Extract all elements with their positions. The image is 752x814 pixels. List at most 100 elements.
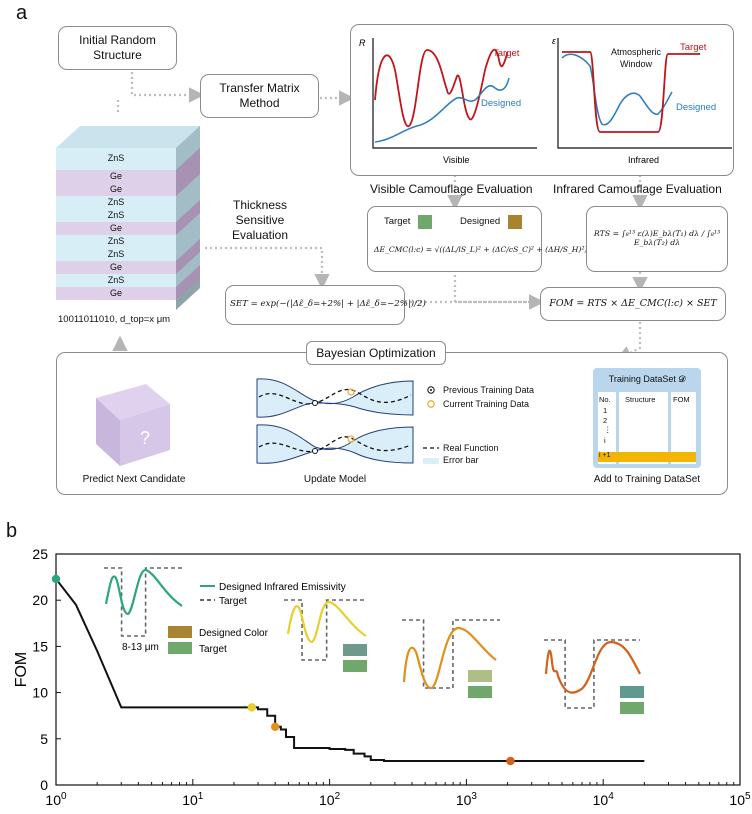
y-axis-label: FOM — [13, 652, 30, 688]
dataset-col-fom: FOM — [673, 395, 690, 404]
stack-layer-label: ZnS — [107, 153, 125, 163]
inset-2-target-curve — [284, 599, 366, 661]
stack-layer-label: ZnS — [107, 235, 125, 246]
stack-layer — [56, 274, 176, 287]
y-tick-label: 5 — [40, 731, 48, 747]
fom-formula: FOM = RTS × ΔE_CMC(l:c) × SET — [549, 298, 717, 309]
stack-layer-label: ZnS — [107, 274, 125, 285]
visible-x-label: Visible — [443, 155, 469, 165]
set-box: SET = exp(−(|Δε̃_δ=+2%| + |Δε̃_δ=−2%|)/2… — [225, 285, 426, 325]
dataset-table-body: No. Structure FOM 1 2 ⋮ i i +1 — [598, 392, 696, 464]
inset-2-emissivity-curve — [286, 600, 367, 644]
rts-box: RTS = ∫₈¹³ ε(λ)E_bλ(T₁) dλ / ∫₈¹³ E_bλ(T… — [586, 206, 728, 272]
stack-layer — [56, 248, 176, 261]
x-tick-label: 101 — [182, 791, 204, 808]
initial-random-structure-box: Initial Random Structure — [58, 26, 177, 70]
legend-previous-data: Previous Training Data — [443, 385, 535, 395]
stack-layer-side — [176, 213, 200, 248]
update-model-label: Update Model — [303, 474, 367, 485]
y-tick-label: 10 — [32, 685, 48, 701]
update-model-plot — [256, 378, 414, 464]
stack-layer — [56, 235, 176, 248]
predict-next-label: Predict Next Candidate — [82, 474, 186, 485]
visible-y-label: R — [359, 38, 366, 48]
inset-3-target-swatch — [468, 686, 492, 698]
color-difference-formula: ΔE_CMC(l:c) = √((ΔL/lS_L)² + (ΔC/cS_C)² … — [374, 245, 588, 254]
inset-4-target-curve — [544, 639, 640, 709]
set-formula: SET = exp(−(|Δε̃_δ=+2%| + |Δε̃_δ=−2%|)/2… — [230, 299, 426, 309]
stack-layer — [56, 261, 176, 274]
stack-layer-side — [176, 239, 200, 274]
stack-layer-label: ZnS — [107, 196, 125, 207]
thickness-sensitive-label: Thickness Sensitive Evaluation — [231, 198, 289, 242]
dataset-row-2: 2 — [603, 416, 608, 425]
stack-layer-label: Ge — [109, 222, 122, 233]
legend-target: Target — [219, 596, 247, 607]
inset-3-target-curve — [402, 619, 500, 689]
stack-layer-label: ZnS — [107, 248, 125, 259]
dataset-row-i: i — [604, 436, 606, 445]
x-tick-label: 104 — [593, 791, 615, 808]
stack-layer-side — [176, 187, 200, 222]
stack-layer — [56, 209, 176, 222]
color-target-swatch — [418, 215, 432, 229]
stack-layer-label: Ge — [109, 170, 122, 181]
stack-layer — [56, 170, 176, 183]
color-target-label: Target — [384, 216, 411, 227]
fom-marker — [270, 722, 280, 731]
legend-designed-color-swatch — [168, 626, 192, 638]
inset-4-designed-swatch — [620, 686, 644, 698]
panel-label-b: b — [6, 520, 18, 542]
candidate-cube-icon: ? — [96, 384, 170, 466]
inset-4-emissivity-curve — [544, 640, 641, 694]
fom-marker — [51, 574, 61, 584]
plot-frame — [55, 553, 741, 786]
dataset-row-1: 1 — [603, 406, 608, 415]
atmospheric-window-label: Atmospheric Window — [610, 47, 662, 69]
stack-layer — [56, 287, 176, 300]
legend-error-bar: Error bar — [443, 455, 479, 465]
stack-layer — [56, 222, 176, 235]
color-designed-swatch — [508, 215, 522, 229]
bo-legend-markers — [423, 386, 439, 464]
initial-random-structure-label: Initial Random Structure — [79, 33, 156, 62]
stack-layer-side — [176, 252, 200, 287]
infrared-eval-label: Infrared Camouflage Evaluation — [553, 182, 722, 196]
stack-layer — [56, 183, 176, 196]
y-tick-label: 25 — [32, 546, 48, 562]
x-tick-label: 102 — [319, 791, 341, 808]
rts-formula: RTS = ∫₈¹³ ε(λ)E_bλ(T₁) dλ / ∫₈¹³ E_bλ(T… — [593, 229, 721, 247]
stack-layer-side — [176, 200, 200, 235]
legend-current-data: Current Training Data — [443, 399, 530, 409]
stack-layer-side — [176, 161, 200, 196]
visible-eval-label: Visible Camouflage Evaluation — [370, 182, 533, 196]
infrared-y-label: ε — [552, 36, 557, 46]
fom-box: FOM = RTS × ΔE_CMC(l:c) × SET — [540, 287, 726, 321]
fom-marker — [506, 756, 515, 766]
fom-marker — [247, 703, 257, 712]
legend-designed-color: Designed Color — [199, 628, 269, 639]
dataset-row-ellipsis: ⋮ — [604, 425, 612, 434]
stack-layer — [56, 148, 176, 170]
stack-layer-label: ZnS — [107, 209, 125, 220]
panel-label-a: a — [16, 2, 28, 24]
inset-3-designed-swatch — [468, 670, 492, 682]
cube-question-mark: ? — [140, 428, 150, 448]
infrared-target-label: Target — [680, 42, 707, 53]
fom-chart: 0510152025100101102103104105Iteration St… — [13, 546, 751, 808]
inset-3-emissivity-curve — [402, 626, 497, 690]
dataset-col-no: No. — [599, 395, 611, 404]
stack-layer-side — [176, 265, 200, 300]
dataset-col-structure: Structure — [625, 395, 656, 404]
y-tick-label: 0 — [40, 777, 48, 793]
add-dataset-label: Add to Training DataSet — [593, 474, 701, 485]
stack-layer-label: Ge — [109, 287, 122, 298]
y-tick-label: 15 — [32, 638, 48, 654]
stack-layer — [56, 196, 176, 209]
legend-designed-ir: Designed Infrared Emissivity — [219, 582, 346, 593]
stack-layer-side — [176, 226, 200, 261]
visible-designed-label: Designed — [481, 98, 521, 109]
inset-2-designed-swatch — [343, 644, 367, 656]
transfer-matrix-label: Transfer Matrix Method — [219, 81, 300, 110]
stack-layer-label: Ge — [109, 261, 122, 272]
